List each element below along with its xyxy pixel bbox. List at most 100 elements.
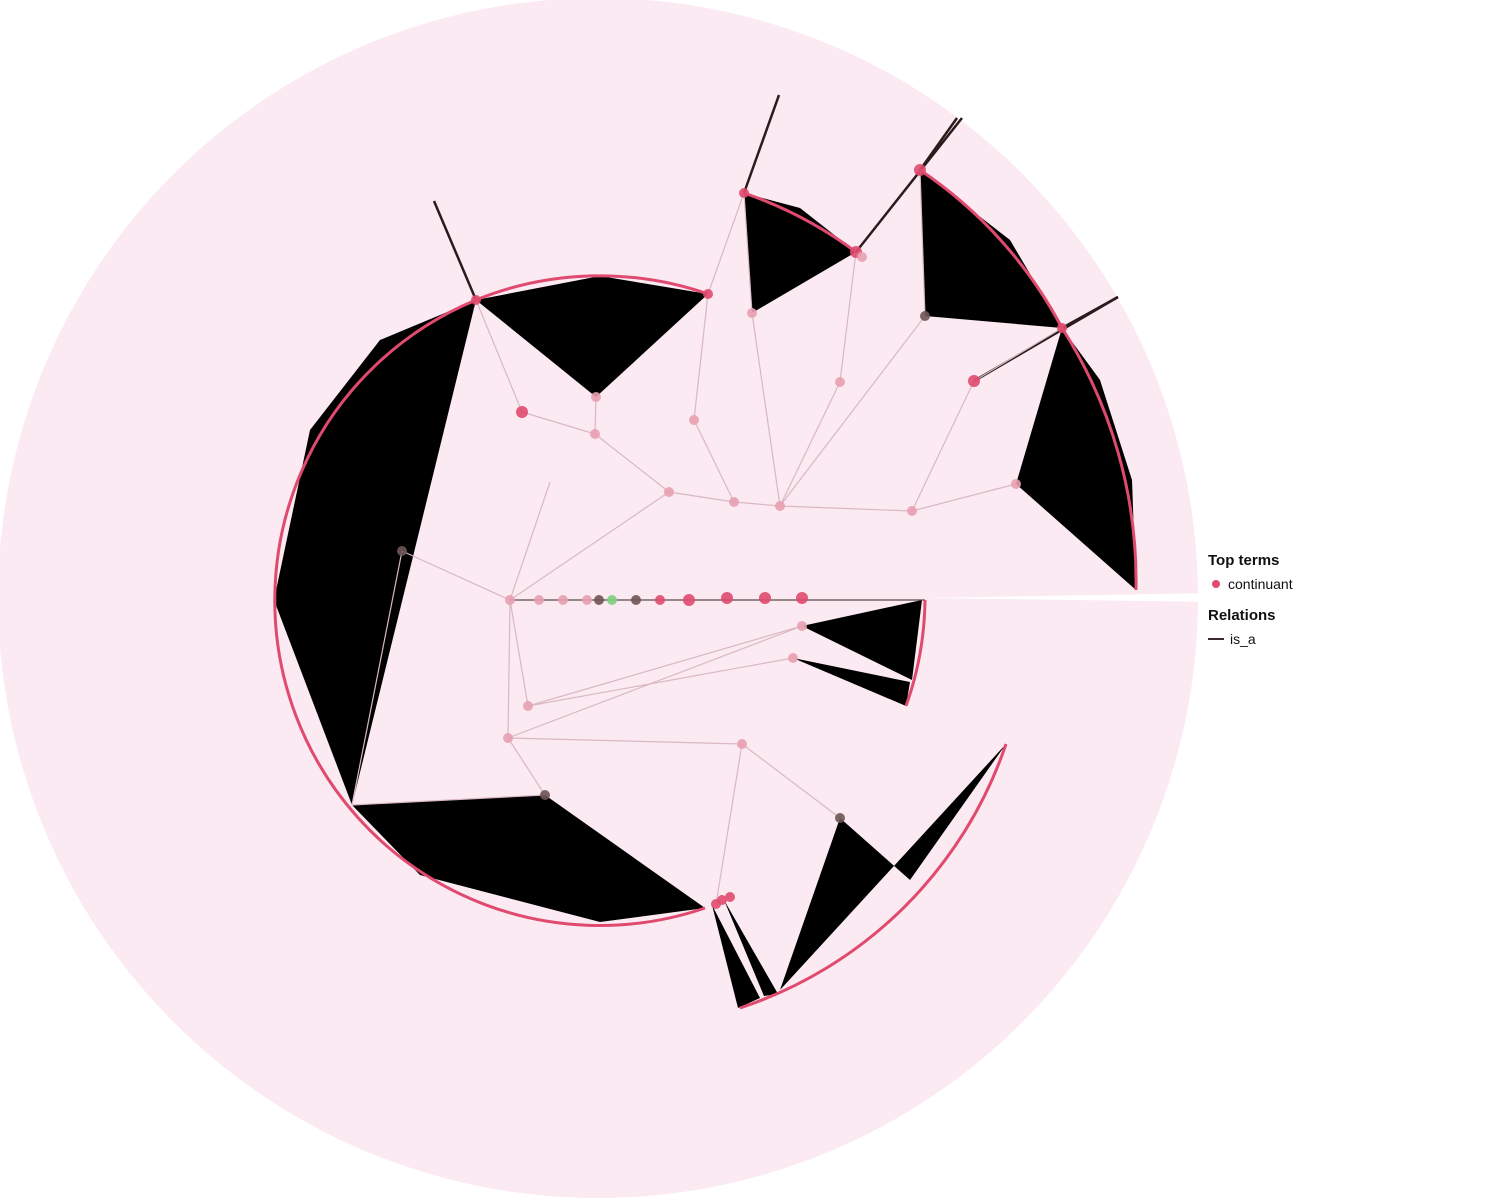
is-a-line-icon	[1208, 638, 1224, 640]
is-a-edge-bundle	[793, 658, 910, 706]
term-node	[968, 375, 980, 387]
is-a-edge-bundle	[712, 905, 760, 1008]
is-a-edge	[509, 599, 529, 707]
is-a-edge	[779, 315, 926, 507]
is-a-edge	[918, 117, 959, 171]
legend-item-continuant[interactable]: continuant	[1208, 574, 1293, 594]
term-node	[796, 592, 808, 604]
term-node	[1057, 323, 1067, 333]
legend-item-is-a[interactable]: is_a	[1208, 629, 1293, 649]
term-node	[729, 497, 739, 507]
is-a-edge-bundle	[802, 600, 922, 680]
term-node	[914, 164, 926, 176]
is-a-edge	[527, 625, 803, 707]
ring-arc	[904, 599, 927, 707]
term-node	[591, 392, 601, 402]
ring-arc	[739, 743, 1008, 1010]
is-a-edge	[351, 794, 546, 806]
term-node	[534, 595, 544, 605]
is-a-edge	[668, 491, 735, 503]
term-node	[397, 546, 407, 556]
term-node	[835, 377, 845, 387]
term-node	[607, 595, 617, 605]
term-node	[759, 592, 771, 604]
is-a-edge-bundle	[352, 795, 705, 922]
ring-arc	[919, 168, 1064, 329]
is-a-edge	[911, 380, 975, 512]
legend-item-label: is_a	[1230, 631, 1256, 647]
term-node	[594, 595, 604, 605]
is-a-edge	[779, 381, 841, 507]
is-a-edge	[743, 192, 753, 314]
term-node	[503, 733, 513, 743]
term-node	[907, 506, 917, 516]
term-node	[516, 406, 528, 418]
is-a-edge-bundle	[920, 170, 1062, 328]
term-node	[747, 308, 757, 318]
term-node	[655, 595, 665, 605]
is-a-edge	[839, 251, 857, 383]
is-a-edge	[741, 743, 841, 819]
is-a-edge	[707, 192, 745, 295]
legend-item-label: continuant	[1228, 576, 1293, 592]
ring-arc	[1060, 327, 1138, 591]
is-a-edge	[973, 327, 1063, 382]
is-a-edge-bundle	[1016, 328, 1136, 590]
term-node	[689, 415, 699, 425]
term-node	[523, 701, 533, 711]
term-node	[775, 501, 785, 511]
term-node	[797, 621, 807, 631]
is-a-edge	[594, 433, 670, 493]
term-node	[664, 487, 674, 497]
is-a-edge	[742, 94, 781, 194]
ring-arc	[743, 191, 857, 254]
term-node	[558, 595, 568, 605]
is-a-edge	[509, 491, 670, 601]
term-node	[737, 739, 747, 749]
term-node	[739, 188, 749, 198]
is-a-edge	[527, 657, 794, 707]
ring-arc	[273, 298, 706, 927]
is-a-edge	[507, 737, 546, 796]
term-node	[582, 595, 592, 605]
term-node	[920, 311, 930, 321]
term-node	[505, 595, 515, 605]
continuant-dot-icon	[1212, 580, 1220, 588]
legend: Top terms continuant Relations is_a	[1208, 552, 1293, 662]
is-a-edge	[507, 737, 743, 745]
is-a-edge-bundle	[476, 276, 708, 397]
is-a-edge	[521, 411, 596, 435]
legend-top-terms-title: Top terms	[1208, 552, 1280, 569]
term-node	[540, 790, 550, 800]
term-node	[1011, 479, 1021, 489]
is-a-edge	[509, 481, 551, 601]
is-a-edge	[693, 293, 709, 421]
ring-arc	[475, 274, 709, 302]
is-a-edge	[507, 625, 803, 739]
is-a-edge	[432, 200, 478, 301]
background-gap	[925, 588, 1500, 606]
term-node	[631, 595, 641, 605]
is-a-edge	[401, 550, 511, 601]
term-node	[590, 429, 600, 439]
term-node	[471, 295, 481, 305]
term-node	[717, 895, 727, 905]
term-node	[725, 892, 735, 902]
is-a-edge	[911, 483, 1017, 512]
is-a-edge	[507, 599, 511, 739]
is-a-edge	[351, 550, 403, 806]
term-node	[721, 592, 733, 604]
term-node	[835, 813, 845, 823]
legend-relations-title: Relations	[1208, 607, 1276, 624]
is-a-edge	[715, 743, 743, 905]
term-node	[857, 252, 867, 262]
is-a-edge	[855, 117, 963, 253]
is-a-edge	[751, 312, 781, 507]
is-a-edge-bundle	[780, 744, 1006, 990]
is-a-edge	[594, 396, 597, 435]
is-a-edge	[919, 169, 926, 317]
is-a-edge-bundle	[744, 193, 856, 313]
term-node	[683, 594, 695, 606]
term-node	[788, 653, 798, 663]
